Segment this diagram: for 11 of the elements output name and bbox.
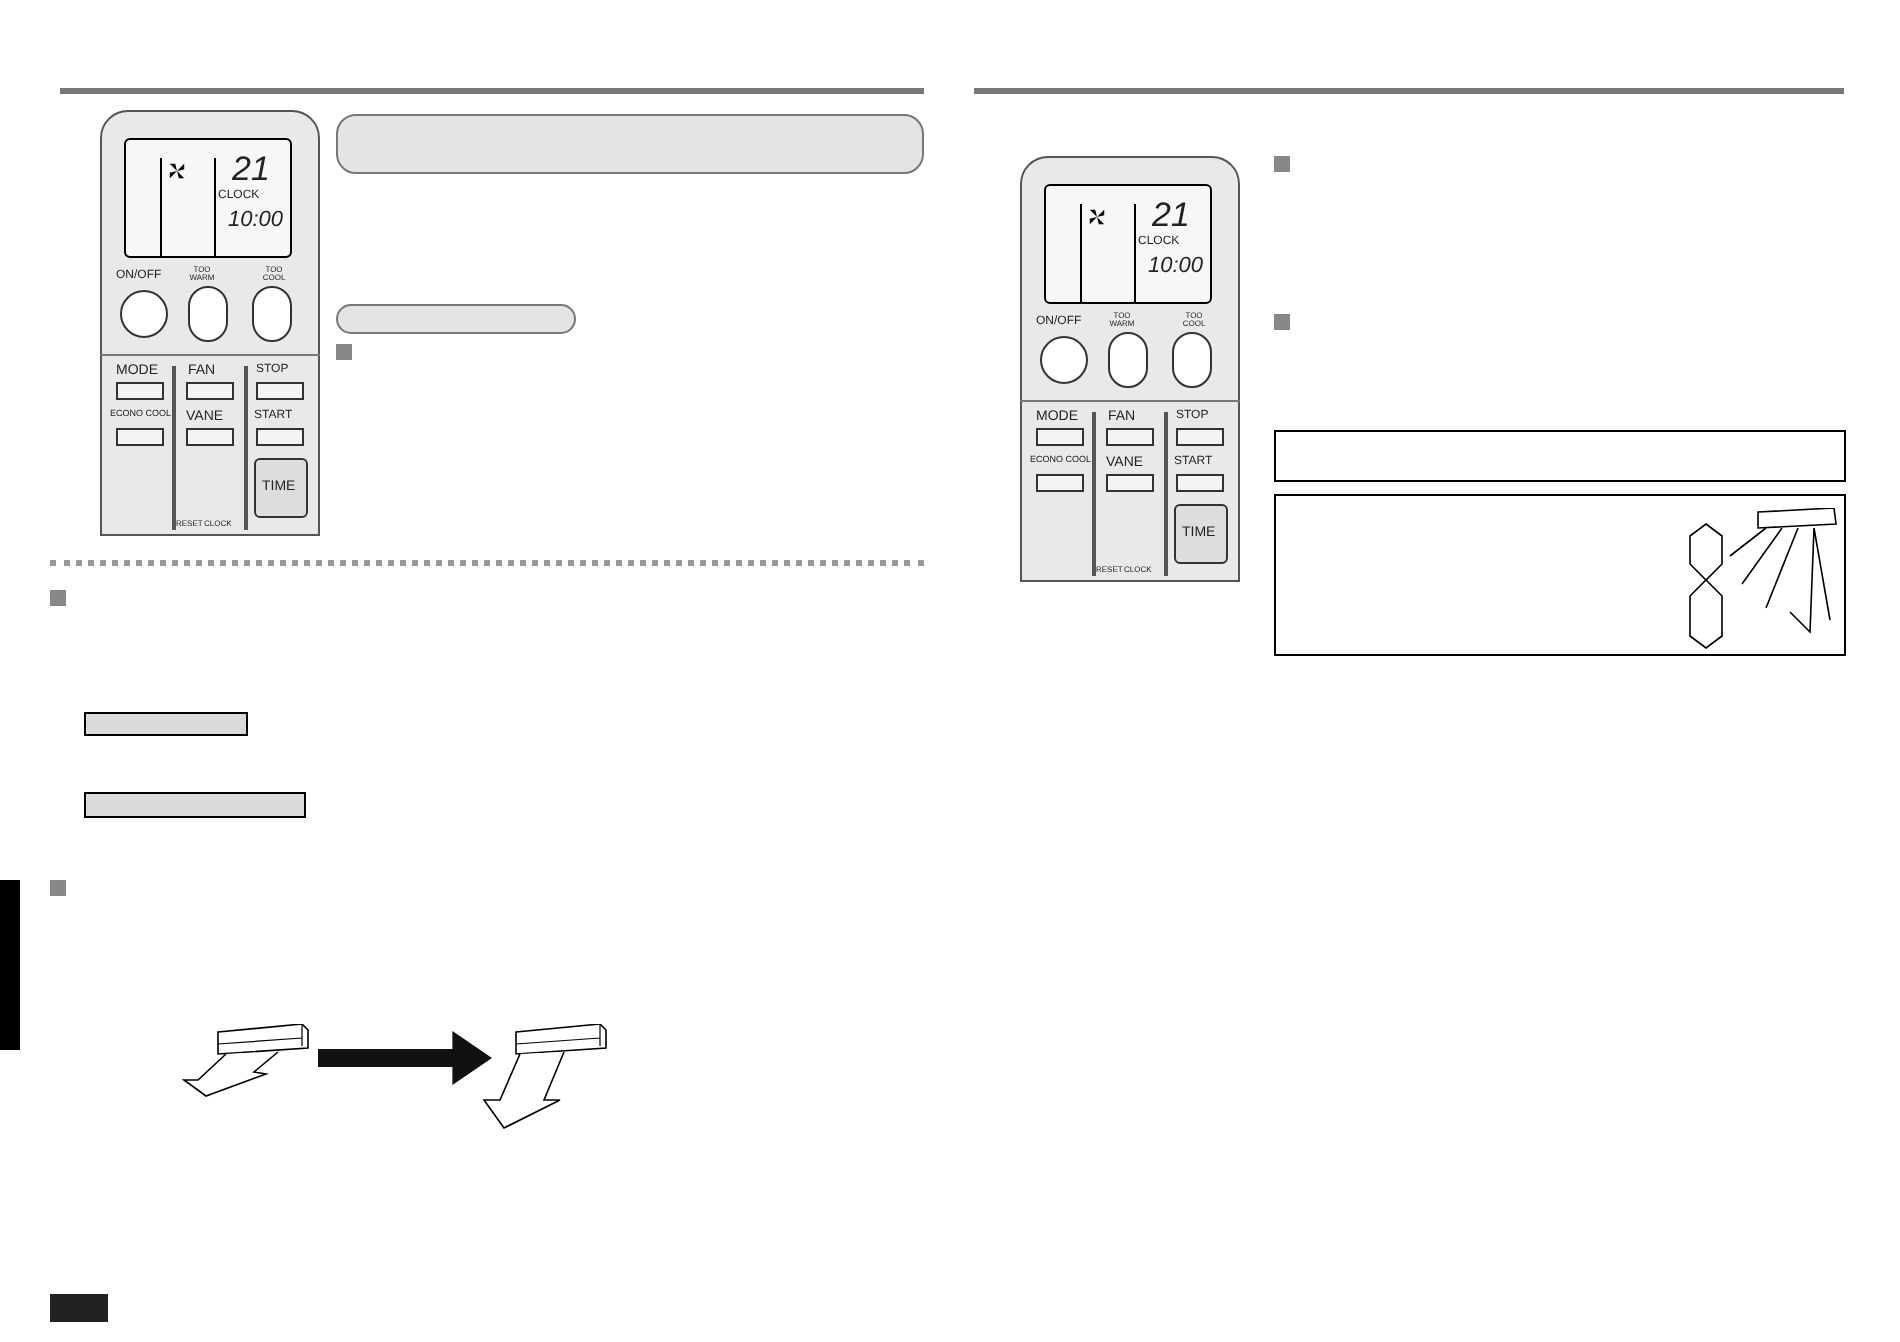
label-bar (84, 792, 306, 818)
remote-label: 10:00 (1148, 256, 1204, 278)
heading-band (336, 114, 924, 174)
remote-label: 10:00 (228, 210, 284, 232)
remote-label: 21 (232, 152, 270, 186)
heading-band (336, 304, 576, 334)
note-box (1274, 430, 1846, 482)
label-bar (84, 712, 248, 736)
remote-label: 21 (1152, 198, 1190, 232)
note-box (1274, 494, 1846, 656)
arrow (318, 1031, 492, 1085)
